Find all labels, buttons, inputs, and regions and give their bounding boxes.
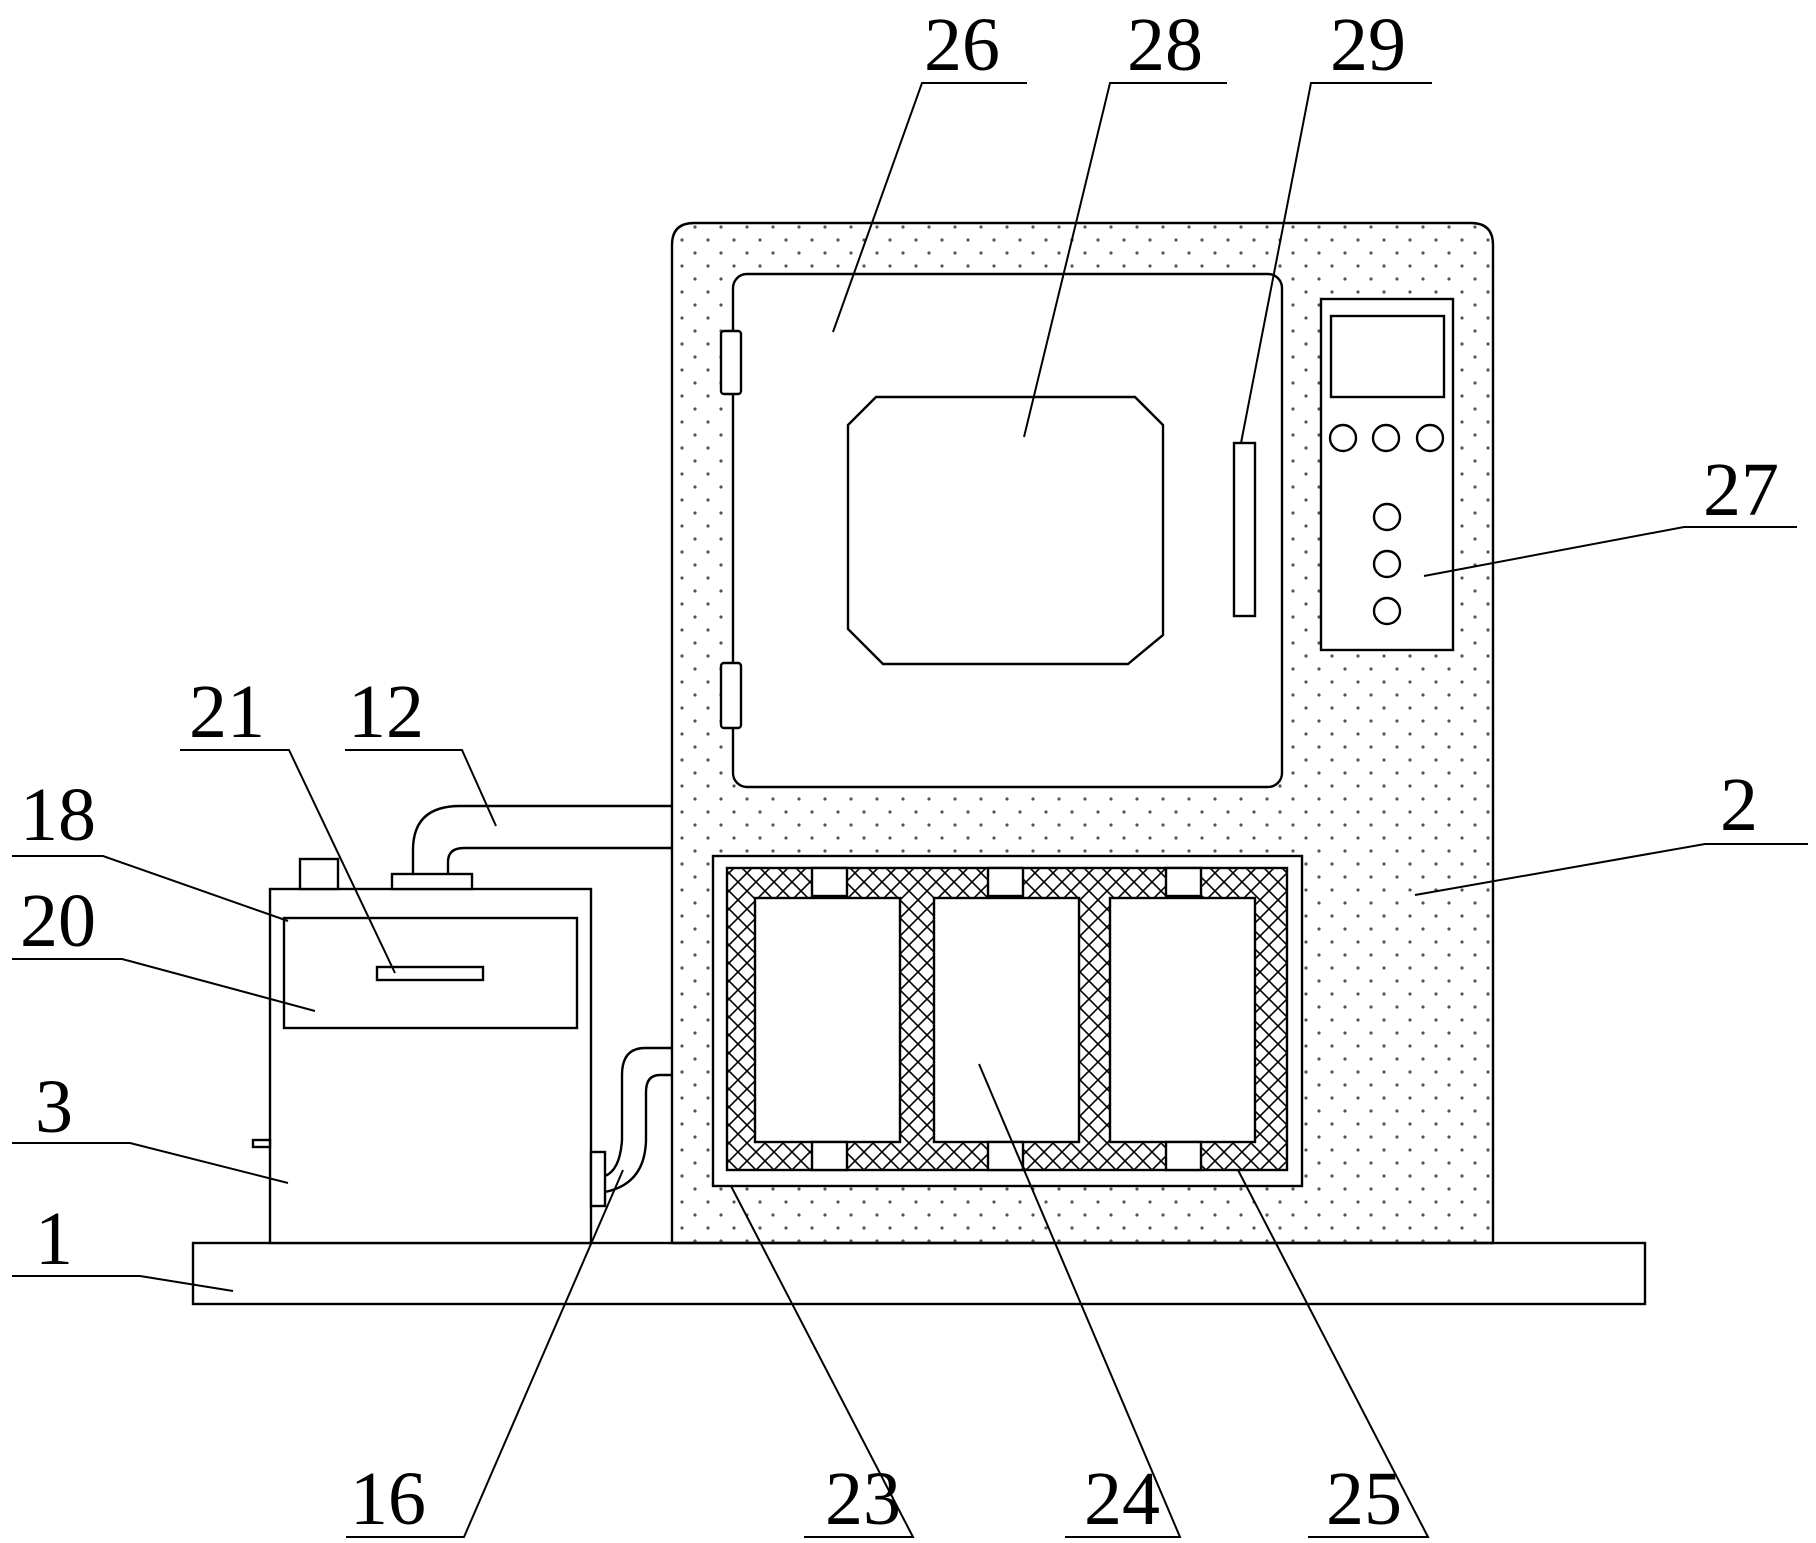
label-29: 29: [1330, 3, 1406, 87]
hinge-upper: [721, 331, 741, 394]
drawer-assembly: [713, 856, 1302, 1186]
leader-12: [345, 750, 496, 826]
label-16: 16: [350, 1457, 426, 1541]
leader-3: [12, 1143, 288, 1183]
upper-pipe: [413, 806, 672, 874]
tank-cap: [300, 859, 338, 889]
label-27: 27: [1703, 448, 1779, 532]
label-20: 20: [20, 879, 96, 963]
compartment-right: [1110, 898, 1255, 1142]
lower-pipe-inner: [605, 1075, 672, 1192]
hinge-lower: [721, 663, 741, 728]
upper-pipe-inner: [448, 848, 672, 874]
control-button: [1417, 425, 1443, 451]
control-button: [1374, 551, 1400, 577]
label-1: 1: [35, 1197, 73, 1281]
display-screen: [1331, 316, 1444, 397]
label-23: 23: [825, 1457, 901, 1541]
control-button: [1330, 425, 1356, 451]
door-handle: [1234, 443, 1255, 616]
control-button: [1374, 598, 1400, 624]
control-button: [1373, 425, 1399, 451]
outlet-fitting: [591, 1152, 605, 1206]
drain-stub: [253, 1140, 270, 1147]
label-28: 28: [1127, 3, 1203, 87]
label-18: 18: [20, 773, 96, 857]
side-tank: [253, 859, 605, 1243]
lower-pipe: [605, 1048, 672, 1176]
pipe-connector: [392, 874, 472, 889]
label-24: 24: [1084, 1457, 1160, 1541]
label-25: 25: [1326, 1457, 1402, 1541]
control-button: [1374, 504, 1400, 530]
label-2: 2: [1720, 763, 1758, 847]
door-window: [848, 397, 1163, 664]
compartment-left: [755, 898, 900, 1142]
compartment-middle: [934, 898, 1079, 1142]
base-plate: [193, 1243, 1645, 1304]
label-3: 3: [35, 1065, 73, 1149]
label-21: 21: [189, 670, 265, 754]
label-26: 26: [924, 3, 1000, 87]
control-panel: [1321, 299, 1453, 650]
label-12: 12: [348, 670, 424, 754]
